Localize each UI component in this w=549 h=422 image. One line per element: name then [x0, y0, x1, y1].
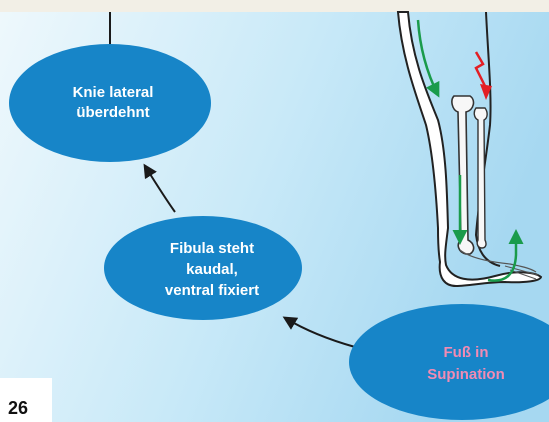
node-foot-line-2: Supination: [427, 366, 505, 383]
node-fibula-line-1: Fibula steht: [170, 240, 254, 257]
node-fibula-line-2: kaudal,: [186, 261, 238, 278]
node-foot-line-1: Fuß in: [444, 344, 489, 361]
node-knee-line-2: überdehnt: [76, 104, 149, 121]
page-number: 26: [8, 398, 28, 419]
node-fibula-line-3: ventral fixiert: [165, 282, 259, 299]
node-knee-line-1: Knie lateral: [73, 84, 154, 101]
node-knee: Knie lateral überdehnt: [9, 44, 211, 162]
node-fibula: Fibula steht kaudal, ventral fixiert: [104, 216, 302, 320]
node-knee-shape: [9, 44, 211, 162]
